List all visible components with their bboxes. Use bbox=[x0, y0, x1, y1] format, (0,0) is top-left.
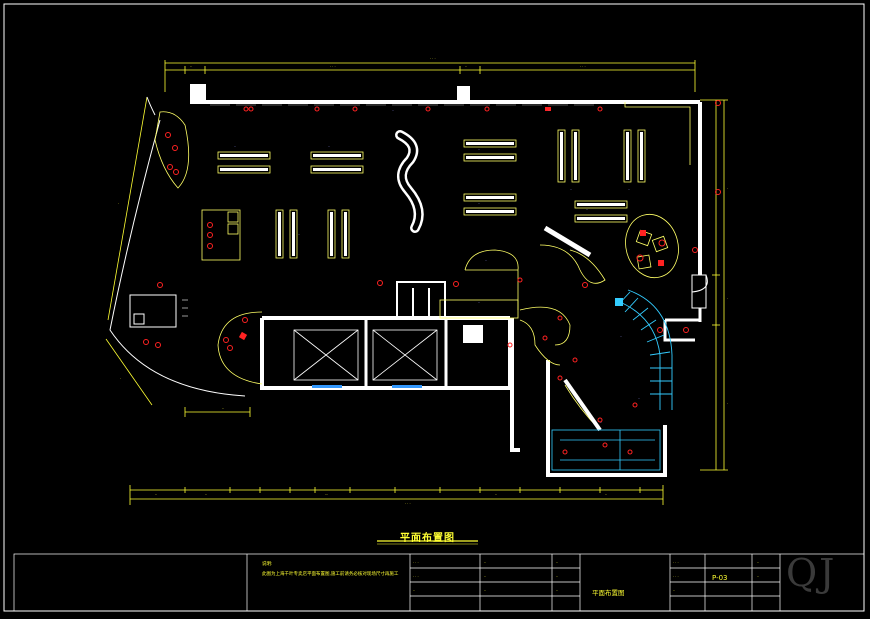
drawing-title-group bbox=[377, 540, 478, 545]
title-block-drawing-name: 平面布置图 bbox=[592, 589, 625, 597]
svg-text:··: ·· bbox=[556, 589, 558, 593]
svg-text:··: ·· bbox=[556, 575, 558, 579]
svg-text:··: ·· bbox=[570, 188, 572, 192]
drawing-title: 平面布置图 bbox=[400, 533, 455, 544]
svg-text:··: ·· bbox=[638, 397, 640, 401]
svg-text:·: · bbox=[727, 402, 728, 406]
sheet-number: P-03 bbox=[712, 574, 728, 582]
svg-text:··: ·· bbox=[556, 561, 558, 565]
svg-text:·: · bbox=[727, 297, 728, 301]
svg-text:··: ·· bbox=[620, 335, 622, 339]
lounge-chairs bbox=[635, 229, 669, 270]
dimension-lines bbox=[105, 60, 728, 505]
svg-text:·: · bbox=[120, 377, 121, 381]
title-block-note-label: 说明: bbox=[262, 562, 273, 567]
accent-lights bbox=[238, 107, 664, 341]
svg-text:··: ·· bbox=[392, 109, 394, 113]
svg-text:·: · bbox=[727, 187, 728, 191]
service-dashes bbox=[182, 299, 188, 317]
svg-text:··: ·· bbox=[484, 561, 486, 565]
area-tags: ·· ·· ·· ·· ·· ·· ·· ·· ·· ·· ·· ·· ·· ·… bbox=[234, 109, 640, 425]
svg-text:·: · bbox=[118, 202, 119, 206]
service-room bbox=[129, 294, 177, 328]
svg-text:··: ·· bbox=[485, 259, 487, 263]
title-block-note-text: 此图为上海千叶专卖店平面布置图,施工前请务必核对现场尺寸再施工 bbox=[262, 572, 399, 577]
svg-text:· · ·: · · · bbox=[413, 575, 419, 579]
title-block-field-marks: · · · · · · ·· ·· ·· ·· ·· ·· ·· · · · ·… bbox=[413, 561, 759, 593]
elevator-shafts bbox=[293, 329, 438, 381]
light-fixtures bbox=[143, 100, 721, 455]
dimension-values: · · · · · · · · · ·· ·· ·· ·· ··· · · · … bbox=[118, 57, 728, 506]
diagonal-shelves bbox=[539, 225, 606, 284]
entrance-door bbox=[691, 274, 708, 309]
cashier-desk bbox=[201, 209, 241, 261]
round-table bbox=[625, 213, 679, 279]
svg-text:···: ··· bbox=[325, 493, 328, 497]
svg-text:··: ·· bbox=[673, 589, 675, 593]
svg-text:··: ·· bbox=[586, 208, 588, 212]
curved-display-left bbox=[154, 111, 190, 189]
corridor-shelf bbox=[563, 378, 602, 432]
svg-text:··: ·· bbox=[222, 407, 224, 411]
svg-text:· · ·: · · · bbox=[430, 57, 436, 61]
svg-text:··: ·· bbox=[628, 188, 630, 192]
dressing-area bbox=[439, 249, 519, 319]
fitting-rooms bbox=[396, 281, 446, 319]
stock-room bbox=[551, 429, 661, 471]
stair-landing bbox=[615, 298, 623, 306]
sheet-border bbox=[3, 3, 865, 612]
seating-bay bbox=[217, 311, 263, 385]
display-shelves bbox=[217, 129, 646, 259]
svg-text:· · ·: · · · bbox=[330, 65, 336, 69]
svg-text:··: ·· bbox=[155, 493, 157, 497]
walls bbox=[109, 96, 702, 477]
elevator-doors bbox=[312, 385, 422, 388]
svg-text:··: ·· bbox=[328, 145, 330, 149]
svg-text:· · ·: · · · bbox=[413, 561, 419, 565]
svg-text:· · ·: · · · bbox=[673, 575, 679, 579]
svg-text:··: ·· bbox=[465, 65, 467, 69]
svg-text:··: ·· bbox=[548, 109, 550, 113]
title-block bbox=[13, 553, 865, 612]
svg-text:··: ·· bbox=[234, 145, 236, 149]
svg-text:··: ·· bbox=[600, 421, 602, 425]
svg-text:··: ·· bbox=[484, 589, 486, 593]
svg-text:··: ·· bbox=[757, 575, 759, 579]
svg-text:··: ·· bbox=[190, 65, 192, 69]
svg-text:· · ·: · · · bbox=[405, 502, 411, 506]
svg-text:··: ·· bbox=[298, 233, 300, 237]
svg-text:··: ·· bbox=[478, 148, 480, 152]
svg-text:··: ·· bbox=[605, 493, 607, 497]
serpentine-inner bbox=[397, 132, 422, 231]
shelf-fill bbox=[220, 132, 643, 256]
svg-text:··: ·· bbox=[495, 493, 497, 497]
svg-text:··: ·· bbox=[478, 202, 480, 206]
top-right-counter bbox=[624, 102, 691, 165]
svg-text:· · ·: · · · bbox=[580, 65, 586, 69]
svg-text:··: ·· bbox=[478, 301, 480, 305]
watermark: QJ bbox=[786, 551, 837, 595]
svg-text:··: ·· bbox=[484, 575, 486, 579]
svg-text:··: ·· bbox=[413, 589, 415, 593]
svg-text:· · ·: · · · bbox=[673, 561, 679, 565]
spiral-stair bbox=[614, 289, 673, 410]
columns bbox=[190, 84, 483, 343]
svg-text:··: ·· bbox=[205, 493, 207, 497]
svg-text:··: ·· bbox=[757, 561, 759, 565]
